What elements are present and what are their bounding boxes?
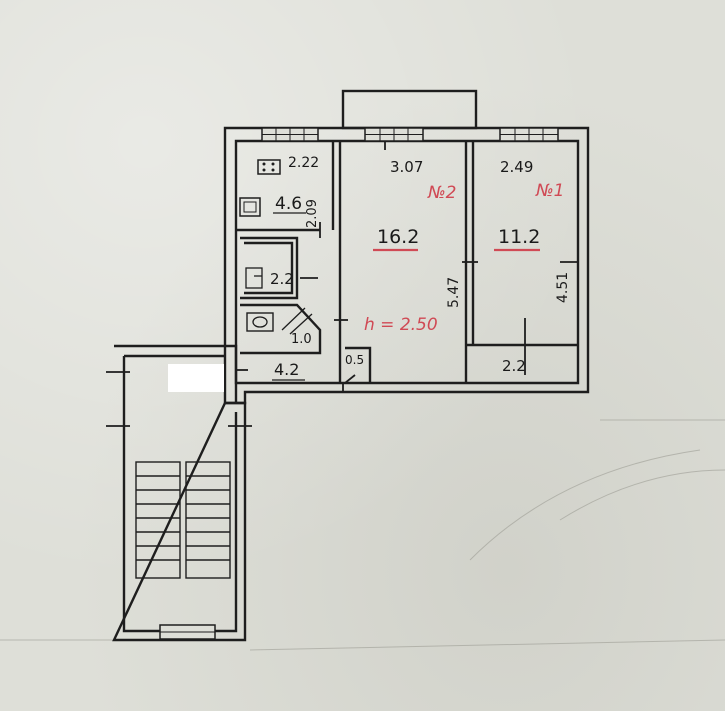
toilet-area-label: 1.0 (291, 332, 312, 347)
room1-area-label: 11.2 (498, 226, 540, 248)
bath-box-inner (244, 241, 294, 295)
room2-number-label: №2 (427, 183, 457, 203)
stairwell-door-marks (106, 371, 252, 427)
room1-width-label: 2.49 (500, 158, 533, 176)
window-kitchen (261, 127, 319, 142)
stair-flight-right (185, 461, 231, 579)
room1-number-label: №1 (535, 181, 565, 201)
room1-length-label: 4.51 (555, 272, 571, 303)
ceiling-height-label: h = 2.50 (364, 315, 438, 335)
stair-flight-left (135, 461, 181, 579)
stairwell-outer-wall (112, 344, 247, 642)
bath-box-wall (240, 236, 299, 300)
room2-length-label: 5.47 (446, 277, 462, 308)
toilet-door-swing (281, 307, 313, 335)
room2-width-label: 3.07 (390, 158, 423, 176)
balcony (341, 89, 478, 130)
redacted-label (168, 364, 224, 392)
bathtub-icon (245, 267, 263, 289)
apartment-inner-wall (234, 139, 580, 385)
toilet-box-wall (240, 303, 322, 355)
toilet-icon (246, 312, 274, 332)
kitchen-depth-label: 2.09 (305, 199, 320, 228)
bath-area-label: 2.2 (270, 270, 294, 288)
hall-small-wall (345, 346, 372, 383)
room2-area-label: 16.2 (377, 226, 419, 248)
sink-icon (239, 197, 261, 217)
stove-icon (257, 159, 281, 175)
wall-gap-label: 0.5 (345, 353, 364, 367)
window-room2 (364, 127, 424, 142)
faint-background-lines (0, 419, 725, 651)
kitchen-width-label: 2.22 (288, 155, 319, 171)
kitchen-area-label: 4.6 (275, 194, 302, 214)
door-marks (236, 141, 578, 392)
window-room1 (499, 127, 559, 142)
closet-width-label: 2.2 (502, 357, 526, 375)
hall-area-label: 4.2 (274, 360, 299, 379)
